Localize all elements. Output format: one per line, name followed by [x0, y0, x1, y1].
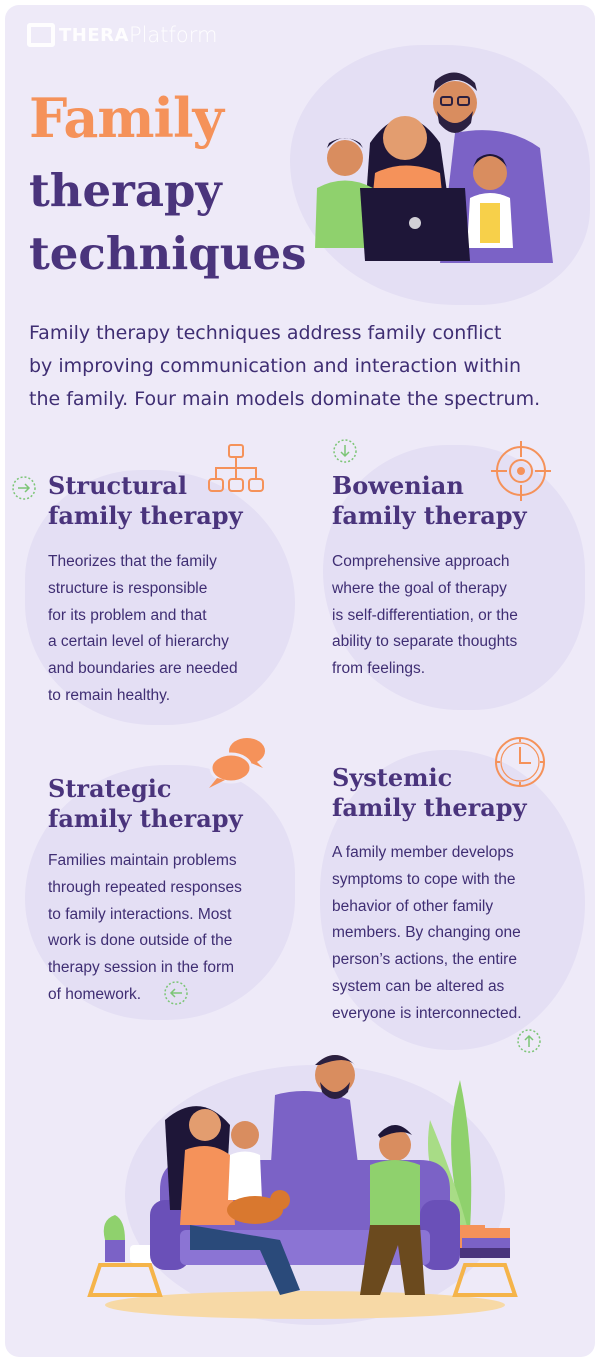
arrow-left-icon	[164, 981, 188, 1005]
background-blob	[25, 765, 295, 1020]
body-line: person’s actions, the entire	[332, 951, 517, 969]
section-title-line: family therapy	[332, 793, 527, 822]
intro-line: by improving communication and interacti…	[29, 355, 522, 377]
target-icon	[491, 441, 551, 501]
body-line: members. By changing one	[332, 924, 521, 942]
intro-line: the family. Four main models dominate th…	[29, 388, 541, 410]
body-line: of homework.	[48, 985, 142, 1003]
chat-bubbles-icon	[209, 738, 265, 788]
section-title-line: family therapy	[48, 804, 243, 833]
body-line: to family interactions. Most	[48, 905, 232, 923]
body-line: A family member develops	[332, 844, 514, 861]
body-line: and boundaries are needed	[48, 660, 238, 678]
theraplatform-logo: THERA Platform	[27, 23, 218, 47]
body-line: to remain healthy.	[48, 686, 171, 704]
logo-mark-icon	[27, 23, 55, 47]
family-sofa-illustration	[87, 1055, 518, 1319]
intro-line: Family therapy techniques address family…	[29, 322, 502, 344]
section-body-bowenian: Comprehensive approach where the goal of…	[332, 549, 518, 683]
section-body-strategic: Families maintain problems through repea…	[48, 848, 242, 1009]
body-line: through repeated responses	[48, 878, 242, 896]
body-line: Theorizes that the family	[48, 553, 217, 570]
section-title-line: Bowenian	[332, 471, 464, 500]
arrow-down-icon	[333, 439, 357, 463]
section-title-line: Structural	[48, 471, 187, 500]
section-title-bowenian: Bowenian family therapy	[332, 471, 527, 531]
section-title-line: Strategic	[48, 774, 172, 803]
clock-icon	[495, 737, 545, 787]
body-line: structure is responsible	[48, 579, 208, 597]
body-line: therapy session in the form	[48, 959, 235, 977]
body-line: Families maintain problems	[48, 852, 237, 869]
body-line: where the goal of therapy	[332, 579, 507, 597]
body-line: work is done outside of the	[48, 932, 233, 950]
arrow-up-icon	[517, 1029, 541, 1053]
body-line: ability to separate thoughts	[332, 633, 518, 651]
intro-paragraph: Family therapy techniques address family…	[29, 317, 589, 416]
logo-text-light: Platform	[128, 23, 218, 47]
body-line: system can be altered as	[332, 977, 505, 995]
body-line: symptoms to cope with the	[332, 870, 516, 888]
background-blob	[25, 470, 295, 725]
title-line-3: techniques	[29, 227, 307, 280]
body-line: everyone is interconnected.	[332, 1004, 522, 1022]
body-line: is self-differentiation, or the	[332, 606, 518, 624]
body-line: from feelings.	[332, 660, 426, 678]
section-title-line: Systemic	[332, 763, 453, 792]
body-line: behavior of other family	[332, 897, 494, 915]
body-line: for its problem and that	[48, 606, 207, 624]
infographic-card: THERA Platform Family therapy techniques…	[5, 5, 595, 1357]
section-title-systemic: Systemic family therapy	[332, 763, 527, 823]
logo-text-bold: THERA	[59, 24, 129, 46]
section-title-structural: Structural family therapy	[48, 471, 243, 531]
background-blob	[320, 750, 585, 1050]
section-body-structural: Theorizes that the family structure is r…	[48, 549, 238, 710]
body-line: Comprehensive approach	[332, 553, 510, 570]
section-title-strategic: Strategic family therapy	[48, 774, 243, 834]
section-title-line: family therapy	[48, 501, 243, 530]
family-laptop-illustration	[315, 72, 553, 263]
hierarchy-icon	[208, 444, 264, 492]
body-line: a certain level of hierarchy	[48, 633, 229, 651]
title-line-2: therapy	[29, 164, 222, 217]
arrow-right-icon	[12, 476, 36, 500]
section-title-line: family therapy	[332, 501, 527, 530]
section-body-systemic: A family member develops symptoms to cop…	[332, 840, 522, 1028]
background-blob	[323, 445, 585, 710]
title-line-1: Family	[29, 86, 224, 150]
